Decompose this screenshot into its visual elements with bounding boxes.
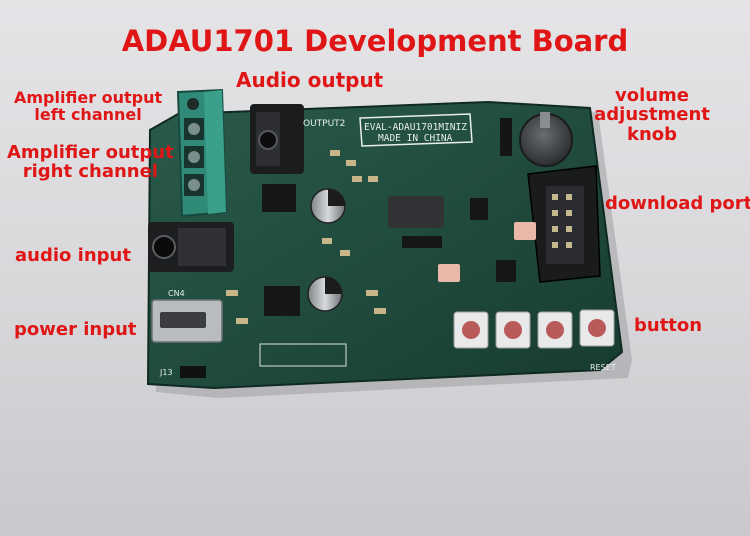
button-2: [495, 311, 531, 349]
jumper-1: [514, 222, 536, 240]
label-amp-left: Amplifier output left channel: [14, 88, 163, 125]
silkscreen-name-box: EVAL-ADAU1701MINIZ MADE IN CHINA: [359, 113, 473, 147]
label-audio-input: audio input: [15, 245, 131, 266]
button-3: [537, 311, 573, 349]
jumper-2: [438, 264, 460, 282]
j13-header: [180, 366, 206, 378]
download-port-header: [527, 165, 601, 283]
silk-cn4: CN4: [168, 289, 185, 298]
page-title: ADAU1701 Development Board: [121, 24, 629, 58]
label-audio-output: Audio output: [236, 68, 384, 92]
screw-terminal-block: [176, 88, 228, 218]
button-reset: [579, 309, 615, 347]
button-1: [453, 311, 489, 349]
audio-input-jack: [148, 222, 234, 272]
silk-board-name: EVAL-ADAU1701MINIZ: [364, 122, 467, 133]
label-download-port: download port: [605, 193, 750, 214]
label-amp-right: Amplifier output right channel: [7, 142, 174, 183]
silk-made-in: MADE IN CHINA: [378, 133, 453, 144]
audio-output-jack: [250, 104, 304, 174]
push-buttons: [453, 309, 615, 349]
silk-reset: RESET: [590, 363, 616, 372]
label-power-input: power input: [14, 319, 137, 340]
capacitor-2: [307, 276, 343, 312]
label-button: button: [634, 315, 703, 336]
volume-knob: [500, 112, 573, 167]
silk-output2: OUTPUT2: [303, 119, 345, 129]
pin-header-area: [259, 343, 347, 367]
smd-components: [226, 150, 516, 324]
silk-j13: J13: [159, 368, 173, 377]
capacitor-1: [310, 188, 346, 224]
label-volume-knob: volume adjustment knob: [594, 85, 710, 145]
power-input-connector: [151, 299, 223, 343]
